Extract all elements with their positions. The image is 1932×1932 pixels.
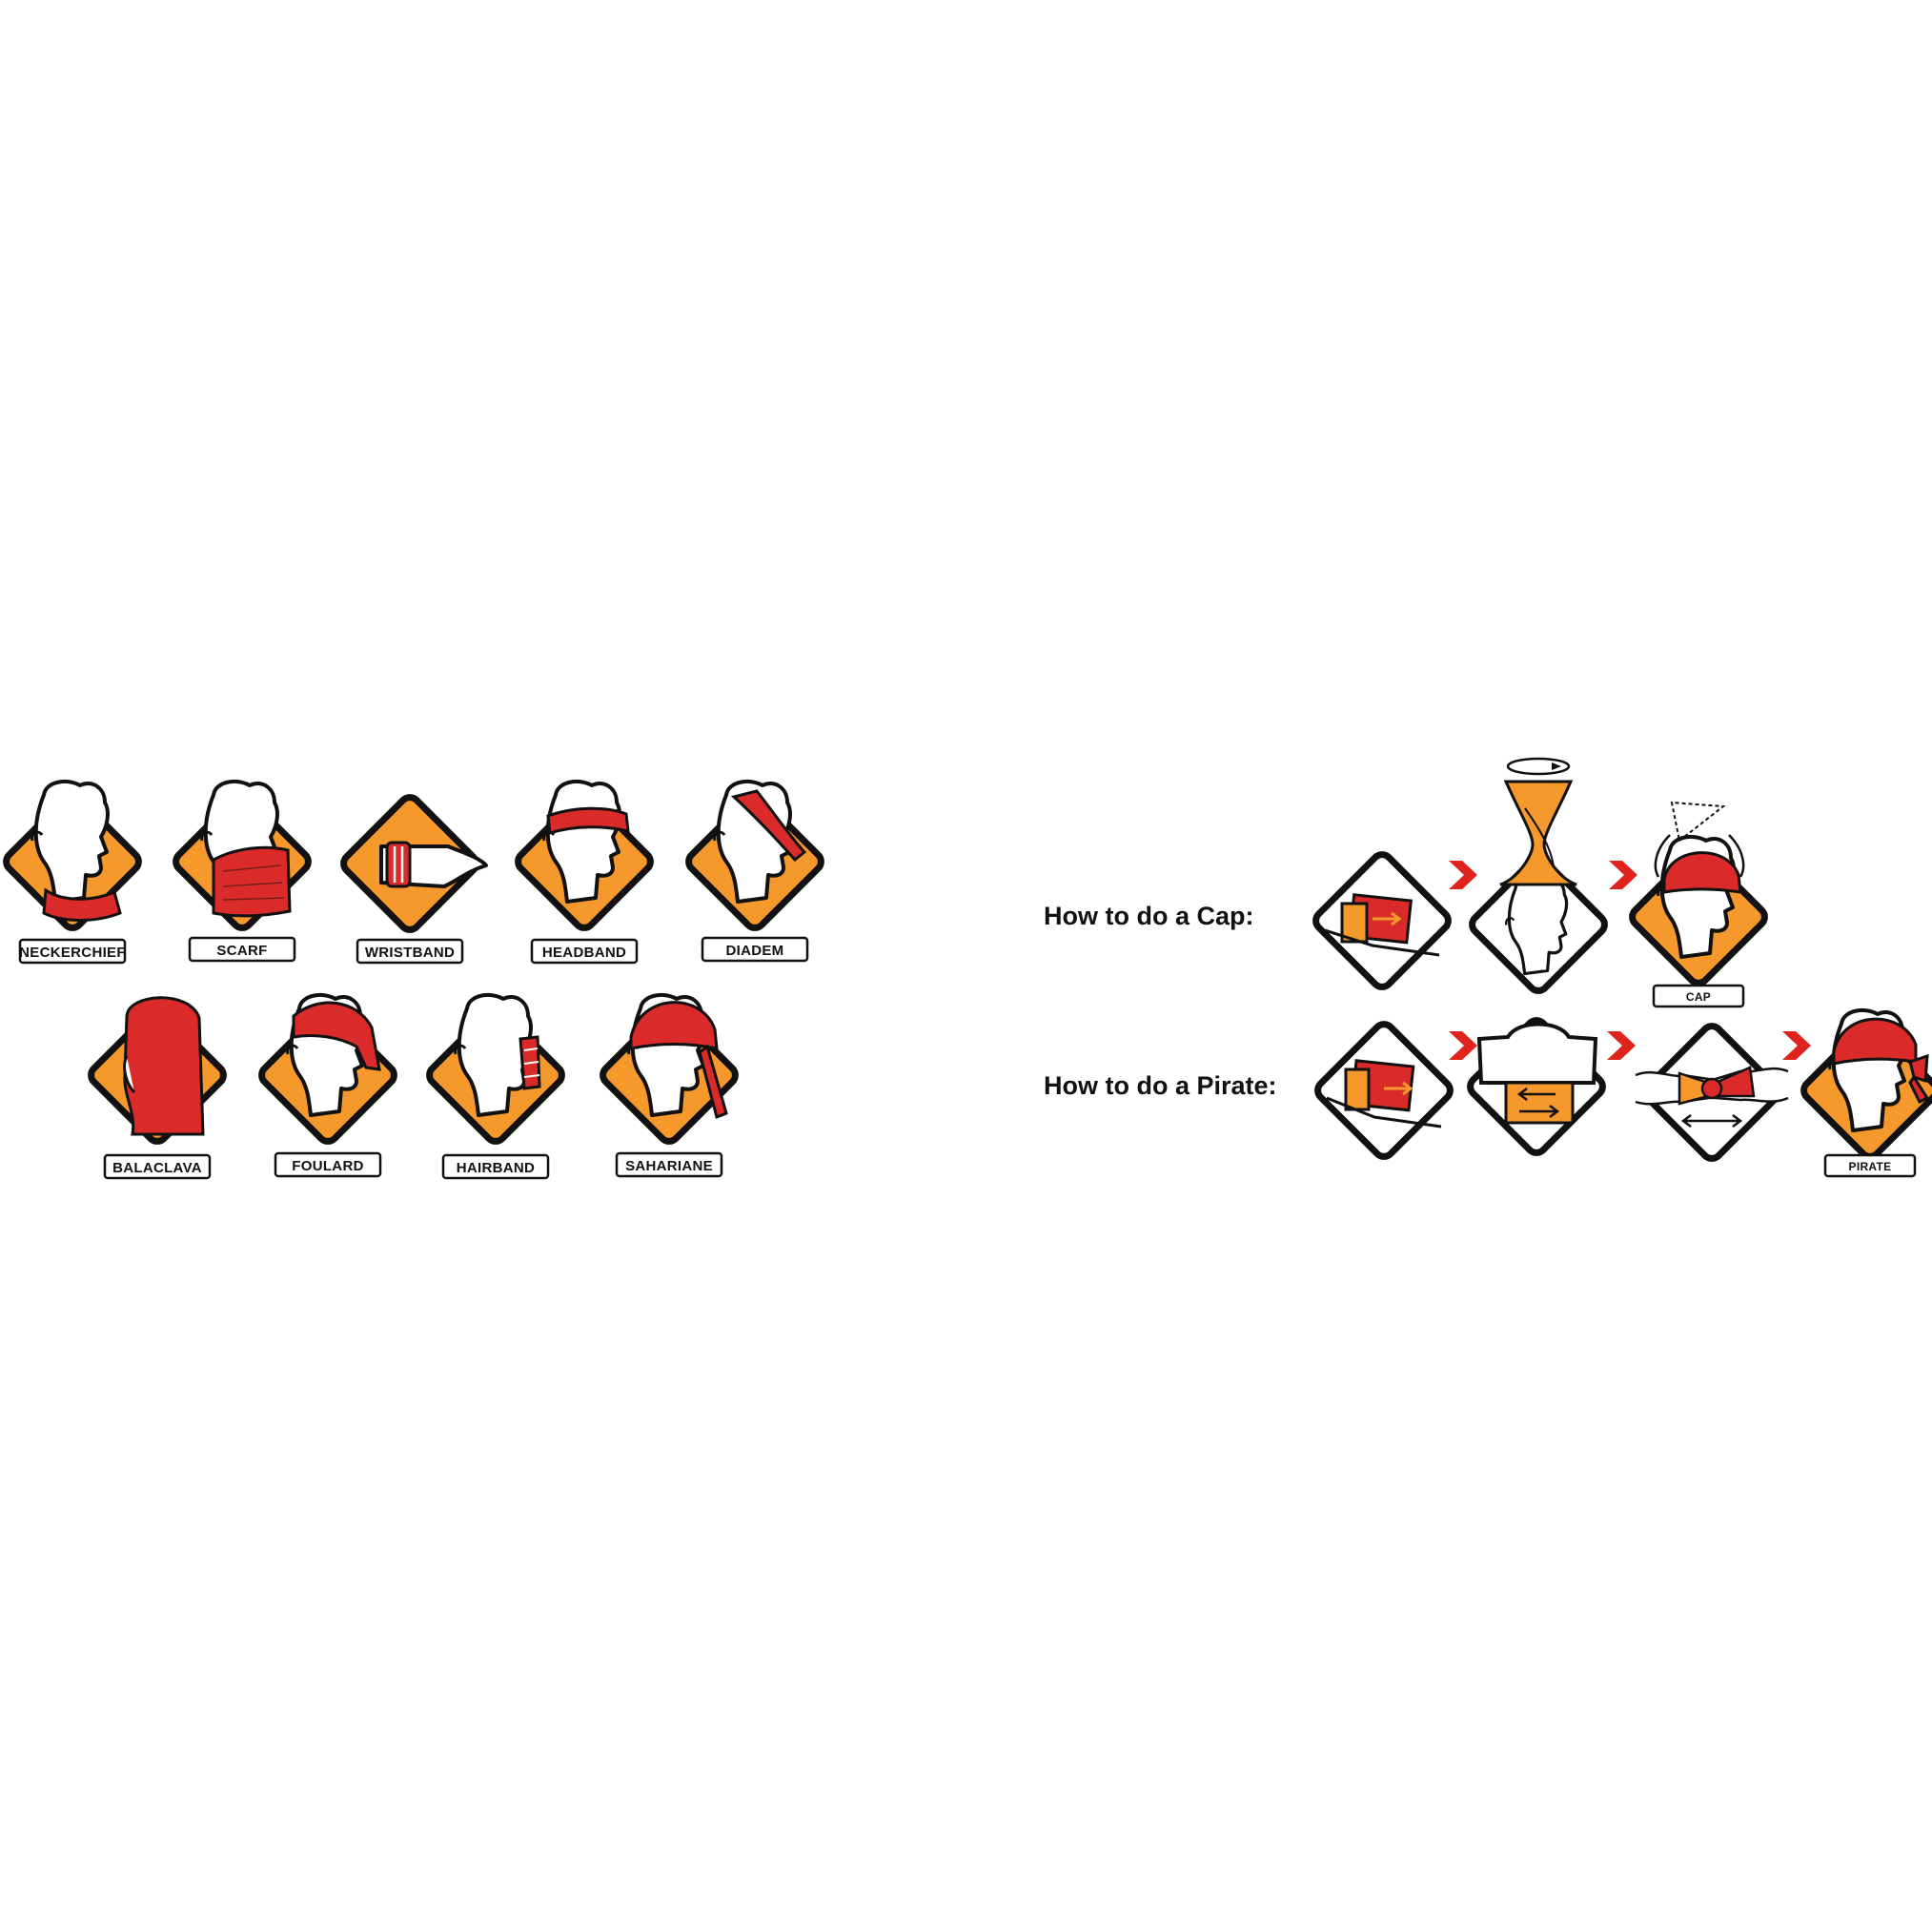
style-diadem: DIADEM [684, 779, 824, 963]
knot-step-icon [1635, 1022, 1789, 1162]
style-headband: HEADBAND [514, 779, 654, 965]
step-arrow-icon [1449, 861, 1477, 889]
style-balaclava: BALACLAVA [87, 996, 227, 1180]
style-neckerchief: NECKERCHIEF [2, 779, 142, 965]
diadem-icon [684, 779, 824, 932]
pirate-heading: How to do a Pirate: [1044, 1071, 1277, 1100]
style-label: BALACLAVA [112, 1160, 202, 1176]
style-scarf: SCARF [172, 779, 312, 963]
twist-step-icon [1468, 757, 1608, 995]
pirate-result-icon [1800, 1007, 1932, 1161]
headband-icon [514, 779, 654, 932]
foulard-icon [257, 992, 397, 1146]
style-wristband: WRISTBAND [339, 793, 488, 965]
style-label: SCARF [216, 943, 267, 959]
hairband-icon [425, 992, 565, 1146]
cap-heading: How to do a Cap: [1044, 902, 1253, 930]
wristband-icon [339, 793, 488, 933]
style-label: WRISTBAND [365, 945, 455, 961]
style-hairband: HAIRBAND [425, 992, 565, 1180]
style-label: DIADEM [726, 943, 784, 959]
fold-step-icon [1313, 1020, 1454, 1160]
style-sahariane: SAHARIANE [599, 992, 739, 1178]
cap-result-label: CAP [1686, 990, 1711, 1004]
step-arrow-icon [1449, 1031, 1477, 1060]
step-arrow-icon [1607, 1031, 1636, 1060]
cap-result-icon [1628, 801, 1768, 987]
neckerchief-icon [2, 779, 142, 932]
balaclava-icon [87, 996, 227, 1146]
style-label: NECKERCHIEF [19, 945, 126, 961]
style-label: FOULARD [292, 1158, 363, 1174]
scarf-icon [172, 779, 312, 932]
fold-step-icon [1312, 850, 1452, 990]
step-arrow-icon [1609, 861, 1637, 889]
style-label: HEADBAND [542, 945, 626, 961]
style-label: SAHARIANE [625, 1158, 713, 1174]
pirate-result-label: PIRATE [1849, 1160, 1892, 1173]
stretch-step-icon [1466, 1016, 1606, 1156]
style-label: HAIRBAND [457, 1160, 535, 1176]
step-arrow-icon [1782, 1031, 1811, 1060]
sahariane-icon [599, 992, 739, 1146]
style-foulard: FOULARD [257, 992, 397, 1178]
